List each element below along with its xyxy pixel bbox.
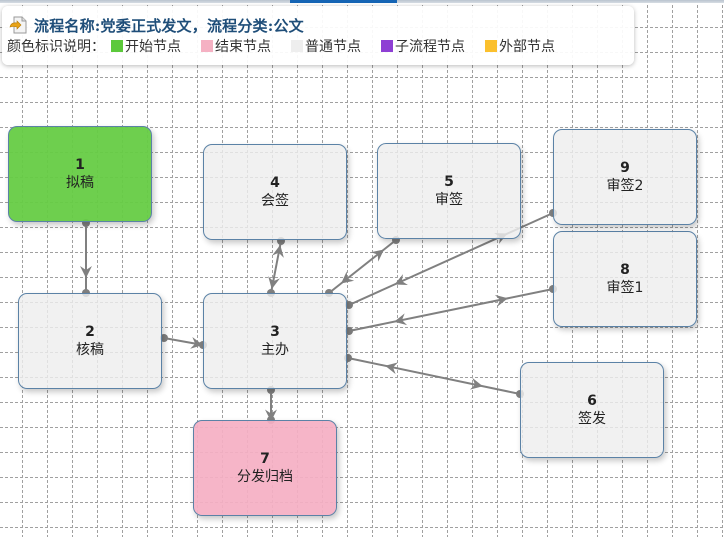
- edge-3-8[interactable]: [348, 288, 554, 332]
- legend-end-node: 结束节点: [201, 36, 271, 56]
- legend-text: 子流程节点: [395, 39, 465, 55]
- top-tab-strip: [0, 0, 724, 3]
- legend-text: 普通节点: [305, 39, 361, 55]
- document-icon: [9, 16, 27, 34]
- legend-text: 外部节点: [499, 39, 555, 55]
- flow-title-row: 流程名称:党委正式发文，流程分类:公文: [8, 15, 304, 35]
- edge-arrowhead: [394, 313, 408, 326]
- node-name: 会签: [261, 192, 289, 209]
- legend-text: 开始节点: [125, 39, 181, 55]
- node-number: 6: [587, 392, 597, 409]
- node-name: 分发归档: [237, 468, 293, 485]
- edge-arrowhead: [80, 266, 92, 278]
- color-legend: 颜色标识说明： 开始节点 结束节点 普通节点 子流程节点 外部节点: [7, 36, 575, 56]
- flow-node-7[interactable]: 7 分发归档: [193, 420, 337, 516]
- legend-swatch: [111, 40, 123, 52]
- node-name: 审签2: [606, 177, 644, 194]
- edge-arrowhead: [394, 274, 408, 286]
- edge-arrowhead: [385, 362, 399, 375]
- edge-arrowhead: [272, 244, 284, 258]
- connection-point[interactable]: [345, 301, 353, 309]
- edge-arrowhead: [265, 409, 277, 422]
- node-number: 9: [620, 159, 630, 176]
- flow-node-3[interactable]: 3 主办: [203, 293, 347, 389]
- edge-arrowhead: [370, 249, 384, 262]
- edge-arrowhead: [469, 377, 483, 390]
- edge-arrowhead: [268, 276, 280, 290]
- connection-point[interactable]: [160, 334, 168, 342]
- node-number: 4: [270, 174, 280, 191]
- legend-swatch: [485, 40, 497, 52]
- flow-node-5[interactable]: 5 审签: [377, 143, 521, 239]
- node-name: 审签1: [606, 279, 644, 296]
- node-number: 5: [444, 173, 454, 190]
- flow-node-1[interactable]: 1 拟稿: [8, 126, 152, 222]
- edge-arrowhead: [341, 271, 355, 284]
- flow-node-6[interactable]: 6 签发: [520, 362, 664, 458]
- legend-swatch: [201, 40, 213, 52]
- node-number: 3: [270, 323, 280, 340]
- edge-3-5[interactable]: [328, 239, 397, 294]
- legend-swatch: [291, 40, 303, 52]
- node-name: 签发: [578, 410, 606, 427]
- node-number: 1: [75, 156, 85, 173]
- active-tab-indicator[interactable]: [290, 0, 397, 3]
- flow-node-2[interactable]: 2 核稿: [18, 293, 162, 389]
- node-number: 2: [85, 323, 95, 340]
- legend-text: 结束节点: [215, 39, 271, 55]
- node-name: 拟稿: [66, 174, 94, 191]
- legend-external-node: 外部节点: [485, 36, 555, 56]
- legend-start-node: 开始节点: [111, 36, 181, 56]
- node-name: 审签: [435, 191, 463, 208]
- node-number: 7: [260, 450, 270, 467]
- connection-point[interactable]: [345, 327, 353, 335]
- flow-node-9[interactable]: 9 审签2: [553, 129, 697, 225]
- flow-node-4[interactable]: 4 会签: [203, 144, 347, 240]
- node-number: 8: [620, 261, 630, 278]
- legend-normal-node: 普通节点: [291, 36, 361, 56]
- node-name: 核稿: [76, 341, 104, 358]
- flow-node-8[interactable]: 8 审签1: [553, 231, 697, 327]
- edge-arrowhead: [494, 294, 508, 307]
- flow-title: 流程名称:党委正式发文，流程分类:公文: [34, 16, 304, 35]
- legend-label: 颜色标识说明：: [7, 39, 105, 55]
- flow-info-panel: 流程名称:党委正式发文，流程分类:公文 颜色标识说明： 开始节点 结束节点 普通…: [2, 6, 634, 65]
- node-name: 主办: [261, 341, 289, 358]
- legend-subflow-node: 子流程节点: [381, 36, 465, 56]
- edge-3-6[interactable]: [347, 357, 521, 395]
- legend-swatch: [381, 40, 393, 52]
